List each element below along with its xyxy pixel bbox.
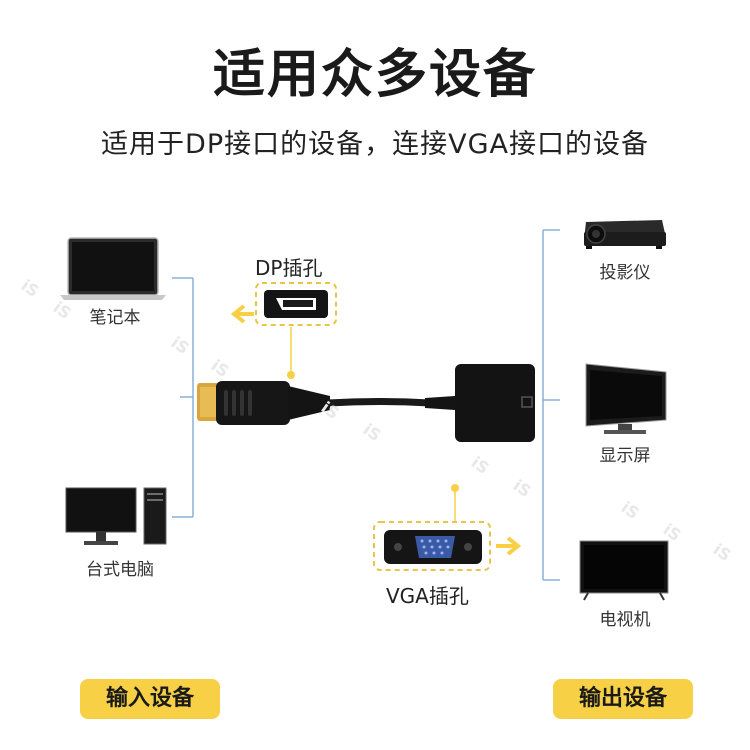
page-subtitle: 适用于DP接口的设备，连接VGA接口的设备 <box>101 129 649 160</box>
output-bracket <box>542 229 560 581</box>
device-label-projector: 投影仪 <box>599 263 651 283</box>
dp-port-label: DP插孔 <box>255 256 323 280</box>
input-devices-button[interactable]: 输入设备 <box>80 679 220 719</box>
svg-text:iS: iS <box>468 453 493 478</box>
svg-text:iS: iS <box>168 333 193 358</box>
vga-port-graphic <box>373 484 522 571</box>
svg-text:iS: iS <box>208 356 233 381</box>
device-label-laptop: 笔记本 <box>89 308 141 328</box>
laptop-icon <box>60 237 166 300</box>
device-label-monitor: 显示屏 <box>599 446 651 466</box>
svg-text:iS: iS <box>710 540 735 565</box>
device-label-desktop: 台式电脑 <box>86 560 154 580</box>
svg-text:iS: iS <box>360 420 385 445</box>
svg-text:iS: iS <box>618 498 643 523</box>
dp-port-graphic <box>230 282 337 379</box>
tv-icon <box>579 540 669 601</box>
desktop-computer-icon <box>65 487 167 545</box>
monitor-icon <box>585 363 667 434</box>
adapter-cable <box>197 364 535 442</box>
input-bracket <box>172 277 194 518</box>
svg-text:iS: iS <box>510 476 535 501</box>
svg-text:iS: iS <box>18 276 43 301</box>
output-devices-button[interactable]: 输出设备 <box>553 679 693 719</box>
vga-port-label: VGA插孔 <box>386 584 469 608</box>
device-label-tv: 电视机 <box>599 610 651 630</box>
projector-icon <box>584 220 666 249</box>
page-title: 适用众多设备 <box>212 45 537 105</box>
